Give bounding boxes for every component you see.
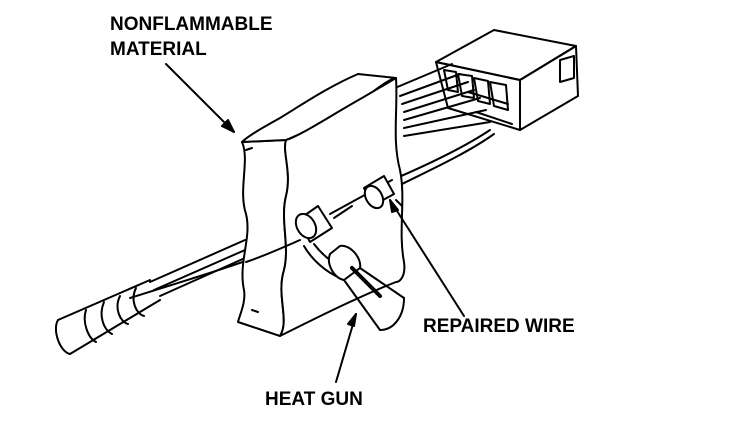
leader-nonflammable [165,63,235,133]
label-heat-gun: HEAT GUN [265,389,363,410]
leader-heat-gun [335,313,357,383]
wire-bundle-upper [394,63,491,137]
wire-connector [435,29,579,131]
label-nonflammable-line1: NONFLAMMABLE [110,14,273,35]
label-nonflammable-line2: MATERIAL [110,39,207,60]
heat-gun-nozzle [303,243,405,331]
leader-repaired-wire [389,199,465,317]
wire-harness-left [54,239,246,355]
label-repaired-wire: REPAIRED WIRE [423,316,575,337]
repaired-wire-front [245,175,395,263]
